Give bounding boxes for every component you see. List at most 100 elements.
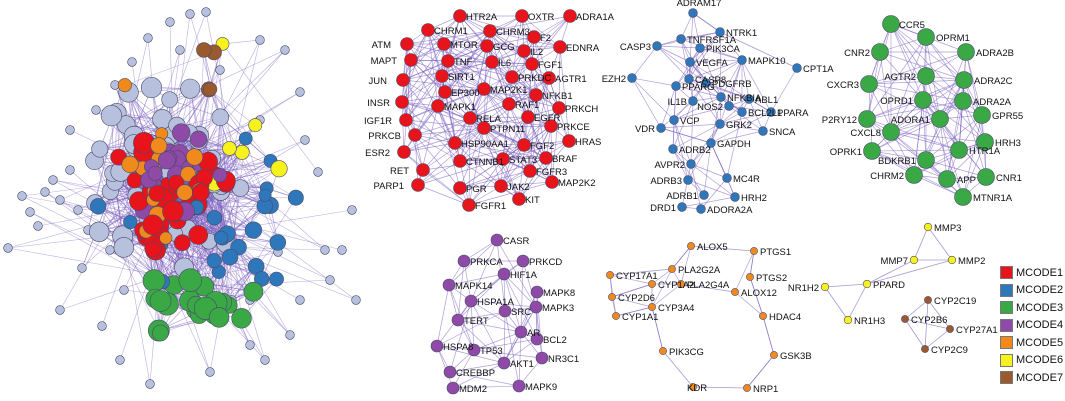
network-node — [463, 111, 477, 125]
network-node — [683, 175, 693, 185]
network-node — [905, 166, 923, 184]
network-edge — [688, 78, 721, 125]
network-node — [502, 97, 516, 111]
node-label: CREBBP — [456, 368, 495, 379]
network-edge — [437, 105, 504, 160]
network-edge — [454, 142, 547, 159]
network-edge — [119, 167, 189, 361]
network-node — [395, 95, 409, 109]
network-edge — [59, 180, 135, 311]
node-label: FGF2 — [530, 141, 554, 152]
node-label: AR — [527, 328, 540, 339]
network-node — [90, 198, 107, 215]
network-node — [457, 254, 471, 268]
network-edge — [169, 99, 221, 118]
network-node — [451, 313, 465, 327]
network-node — [688, 8, 698, 18]
node-label: RELA — [476, 114, 501, 125]
network-edge — [422, 169, 470, 206]
node-label: SNCA — [769, 127, 796, 138]
node-label: EGFR — [534, 113, 561, 124]
node-label: MAPT — [371, 56, 398, 67]
network-node — [529, 88, 543, 102]
network-node — [121, 155, 139, 174]
network-edge — [436, 345, 454, 389]
network-edge — [523, 15, 571, 52]
network-edge — [403, 127, 485, 153]
network-node — [843, 315, 853, 325]
node-label: MTNR1A — [973, 193, 1013, 204]
network-node — [676, 34, 686, 44]
network-node — [88, 221, 110, 242]
network-edge — [403, 142, 456, 153]
node-label: FGFR3 — [536, 167, 567, 178]
network-edge — [699, 47, 743, 61]
network-edge — [414, 117, 471, 136]
node-label: FGFR1 — [475, 201, 506, 212]
network-edge — [523, 140, 570, 146]
node-label: CHRM1 — [434, 26, 468, 37]
network-edge — [705, 82, 721, 125]
network-node — [17, 191, 27, 201]
network-edge — [726, 111, 743, 179]
network-edge — [770, 67, 798, 113]
network-node — [931, 110, 949, 128]
network-edge — [866, 259, 953, 285]
node-label: CXCL8 — [850, 128, 881, 139]
network-node — [496, 152, 510, 166]
node-label: GPR55 — [992, 111, 1023, 122]
node-label: CHRM3 — [496, 27, 530, 38]
network-node — [505, 70, 519, 84]
node-label: CYP3A4 — [658, 303, 694, 314]
network-edge — [165, 237, 215, 261]
network-node — [65, 165, 75, 175]
network-edge — [529, 77, 550, 172]
network-edge — [660, 123, 721, 129]
network-node — [652, 41, 662, 51]
network-edge — [680, 245, 692, 285]
network-edge — [728, 105, 772, 113]
network-edge — [447, 60, 510, 105]
node-label: APP — [957, 175, 976, 186]
network-edge — [924, 299, 929, 350]
network-edge — [503, 273, 537, 308]
network-edge — [719, 98, 750, 125]
network-edge — [222, 43, 319, 173]
network-edge — [681, 163, 692, 208]
network-edge — [403, 117, 471, 153]
node-label: INSR — [367, 98, 390, 109]
network-node — [562, 134, 576, 148]
network-edge — [680, 38, 743, 61]
network-node — [142, 214, 164, 236]
network-node — [715, 27, 725, 37]
network-node — [347, 205, 357, 215]
network-edge — [520, 260, 524, 333]
network-edge — [890, 23, 964, 102]
network-node — [686, 159, 696, 169]
network-edge — [401, 43, 445, 103]
network-edge — [502, 157, 547, 160]
network-edge — [436, 310, 506, 347]
network-node — [351, 295, 361, 305]
network-node — [443, 365, 457, 379]
node-label: AGTR1 — [555, 74, 587, 85]
network-node — [25, 207, 35, 217]
network-edge — [890, 36, 927, 133]
network-edge — [675, 85, 722, 98]
node-label: TERT — [464, 316, 489, 327]
node-label: ABL1 — [755, 95, 778, 106]
network-node — [917, 67, 935, 85]
network-node — [206, 253, 222, 269]
node-label: NFKBIA — [727, 93, 762, 104]
network-edge — [454, 142, 531, 172]
node-label: ADORA2A — [707, 205, 753, 216]
network-node — [530, 285, 544, 299]
network-edge — [871, 149, 960, 152]
network-node — [119, 285, 129, 295]
network-edge — [406, 43, 493, 63]
network-edge — [660, 100, 694, 129]
network-edge — [470, 300, 537, 308]
network-node — [497, 267, 511, 281]
node-label: ADRB1 — [666, 191, 698, 202]
network-node — [544, 119, 558, 133]
